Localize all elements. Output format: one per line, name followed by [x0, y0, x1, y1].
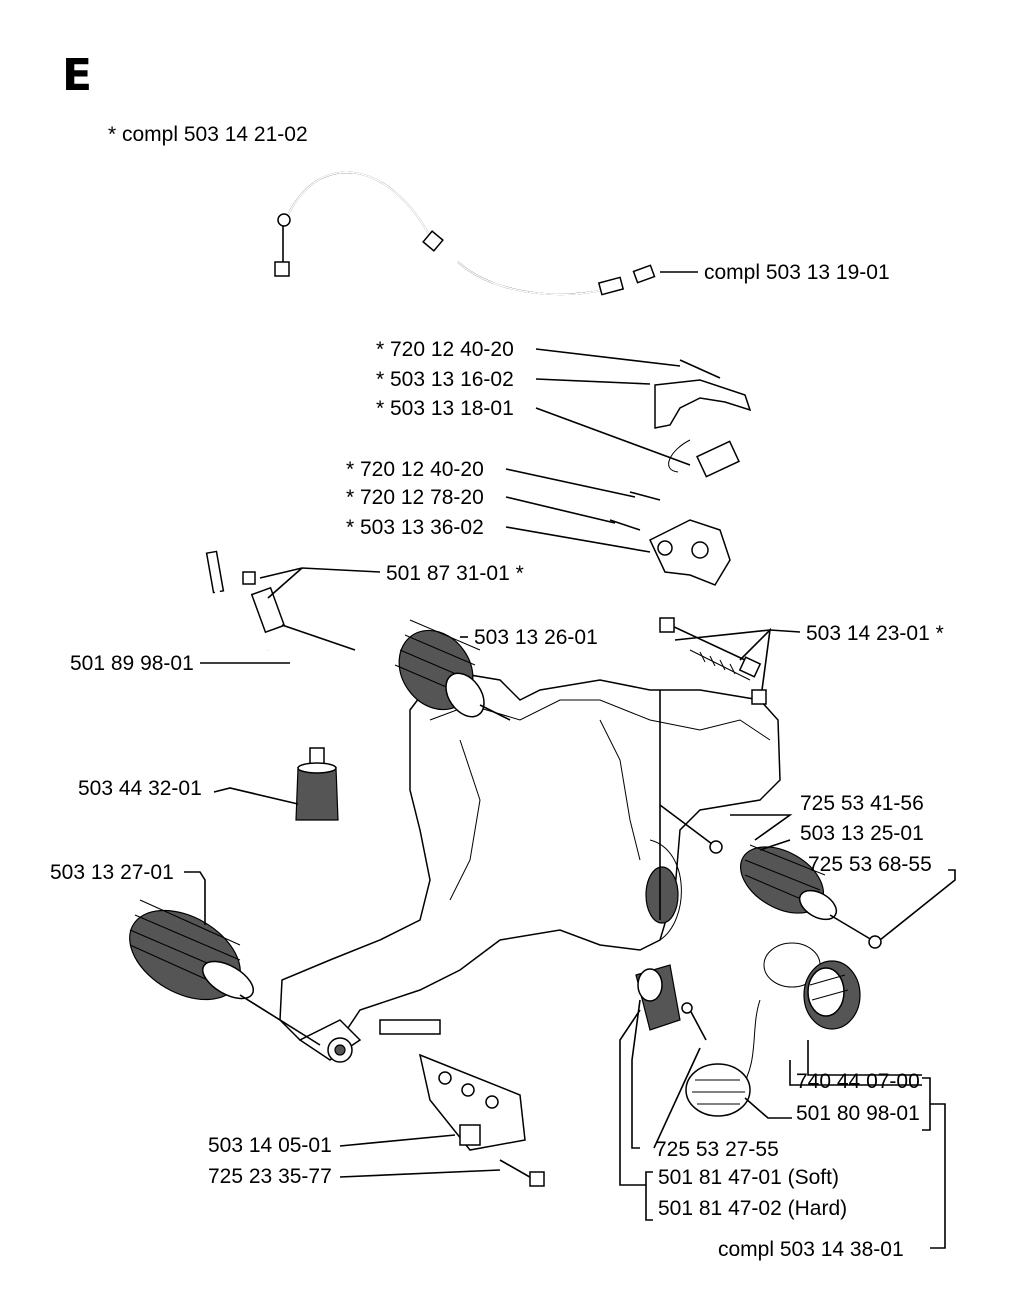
part-label: 503 13 25-01 — [800, 822, 924, 845]
assembly-note: * compl 503 14 21-02 — [108, 123, 308, 146]
part-label: 503 44 32-01 — [78, 777, 202, 800]
screw-pair-drawing — [659, 617, 767, 705]
part-label: 501 81 47-02 (Hard) — [658, 1197, 847, 1220]
throttle-trigger-drawing — [654, 359, 752, 478]
leader-line — [505, 468, 636, 498]
leader-line — [739, 627, 772, 691]
part-label: 503 13 26-01 — [474, 626, 598, 649]
part-label: 501 89 98-01 — [70, 652, 194, 675]
rubber-buffer-left — [129, 899, 321, 1046]
part-label: 503 13 27-01 — [50, 861, 174, 884]
leader-line — [759, 839, 791, 851]
part-label: * 503 13 16-02 — [376, 368, 514, 391]
part-label: 503 14 05-01 — [208, 1134, 332, 1157]
throttle-lock-drawing — [609, 491, 731, 586]
leader-line — [213, 787, 299, 805]
bracket — [922, 1077, 931, 1131]
leader-line — [535, 407, 691, 466]
leader-line — [619, 1009, 646, 1186]
leader-line — [505, 496, 616, 524]
part-label: * 720 12 40-20 — [346, 458, 484, 481]
leader-line — [339, 1134, 456, 1147]
part-label: 501 80 98-01 — [796, 1102, 920, 1125]
part-label: * 503 13 18-01 — [376, 397, 514, 420]
part-label: * 503 13 36-02 — [346, 516, 484, 539]
fuel-hose-drawing — [205, 550, 356, 821]
part-label: 740 44 07-00 — [796, 1070, 920, 1093]
rubber-buffer-top — [394, 619, 511, 721]
bolt-drawing — [499, 1159, 545, 1187]
part-label: 725 53 68-55 — [808, 853, 932, 876]
leader-line — [631, 999, 641, 1149]
bracket — [930, 1103, 946, 1249]
leader-line — [339, 1169, 501, 1178]
part-label: * 720 12 78-20 — [346, 486, 484, 509]
part-label: 725 23 35-77 — [208, 1165, 332, 1188]
leader-line — [789, 1060, 922, 1086]
section-letter: E — [62, 50, 92, 101]
leader-line — [653, 1047, 701, 1149]
leader-line — [267, 567, 303, 599]
leader-line — [535, 348, 681, 367]
bracket — [645, 1171, 653, 1221]
part-label: 503 14 23-01 * — [806, 622, 944, 645]
fuel-cap-drawing — [635, 942, 861, 1117]
rubber-buffer-right — [739, 844, 882, 949]
part-label: compl 503 14 38-01 — [718, 1238, 904, 1261]
leader-line — [730, 814, 793, 841]
leader-line — [744, 1097, 792, 1119]
part-label: 725 53 41-56 — [800, 792, 924, 815]
leader-line — [674, 629, 801, 641]
part-label: * 720 12 40-20 — [376, 338, 514, 361]
part-label: 501 81 47-01 (Soft) — [658, 1166, 839, 1189]
throttle-cable-drawing — [274, 171, 656, 296]
leader-line — [259, 567, 381, 579]
leader-line — [505, 526, 651, 553]
part-label: 725 53 27-55 — [655, 1138, 779, 1161]
leader-line — [184, 871, 206, 925]
leader-line — [807, 1040, 922, 1076]
part-label: 501 87 31-01 * — [386, 562, 524, 585]
leader-line — [879, 869, 956, 941]
handle-body-drawing — [279, 669, 781, 1151]
part-label: compl 503 13 19-01 — [704, 261, 890, 284]
leader-line — [535, 378, 651, 385]
